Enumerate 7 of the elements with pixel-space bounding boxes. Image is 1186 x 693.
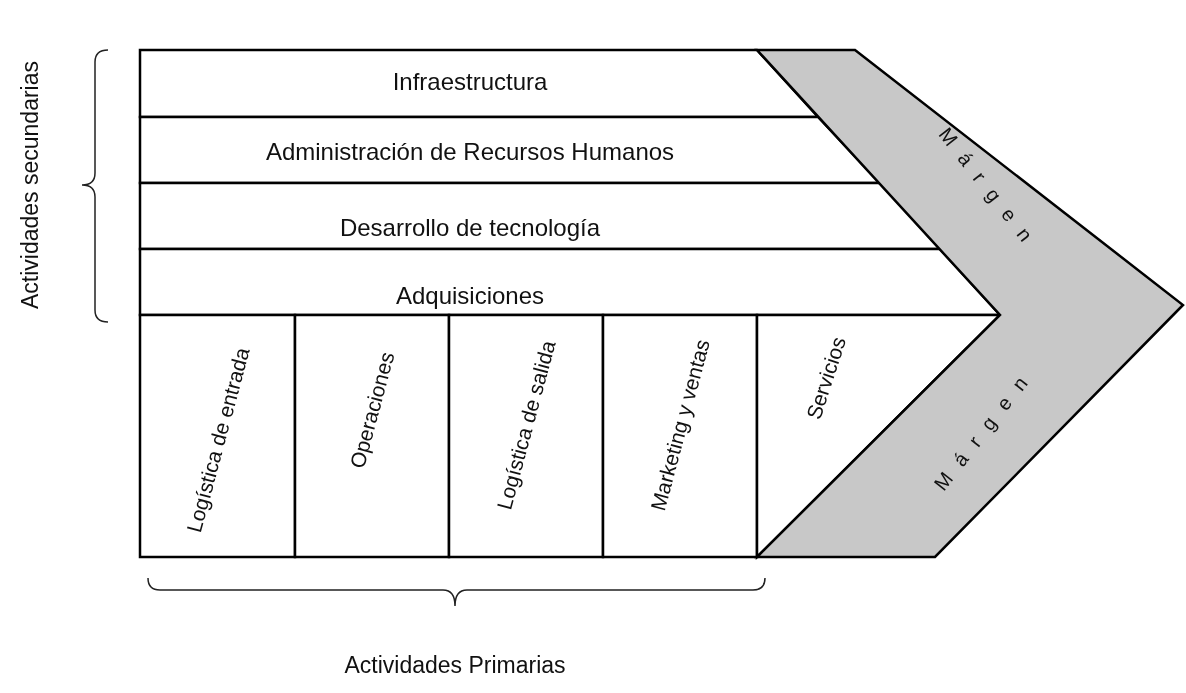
- band-label: Administración de Recursos Humanos: [265, 138, 675, 166]
- bracket-label: Actividades secundarias: [16, 61, 44, 309]
- band-label: Adquisiciones: [395, 282, 545, 310]
- column-label: Logística de entrada: [182, 345, 254, 535]
- band-label: Desarrollo de tecnología: [339, 214, 601, 242]
- band-label: Infraestructura: [392, 68, 548, 96]
- bracket-label: Actividades Primarias: [344, 651, 566, 679]
